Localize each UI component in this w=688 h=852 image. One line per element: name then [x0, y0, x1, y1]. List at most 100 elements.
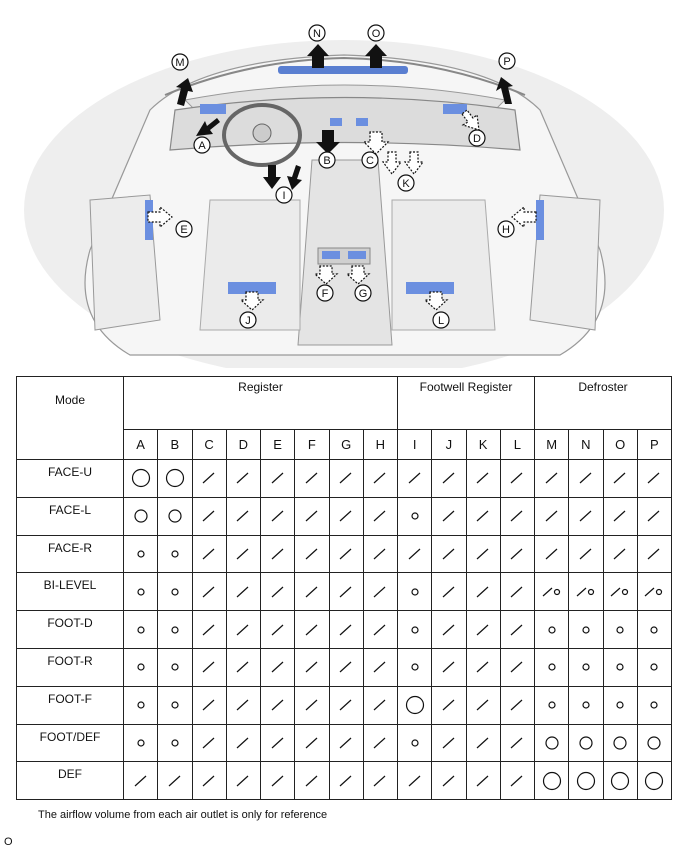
mode-label: FOOT/DEF: [16, 723, 124, 763]
slash-small-circle-icon: [644, 587, 663, 597]
airflow-cell-b: [157, 496, 193, 536]
no-airflow-slash-icon: [202, 699, 215, 711]
airflow-cell-f: [294, 685, 330, 725]
airflow-cell-h: [362, 761, 399, 801]
no-airflow-slash-icon: [339, 775, 352, 787]
no-airflow-slash-icon: [613, 548, 626, 560]
airflow-cell-p: [636, 685, 673, 725]
no-airflow-slash-icon: [510, 510, 523, 522]
svg-text:B: B: [323, 155, 330, 167]
small-airflow-circle-icon: [137, 625, 145, 634]
column-header-o: O: [602, 429, 638, 460]
airflow-cell-g: [328, 572, 364, 612]
airflow-cell-b: [157, 723, 193, 763]
airflow-cell-m: [533, 459, 570, 498]
airflow-cell-c: [191, 723, 227, 763]
airflow-cell-e: [259, 572, 296, 612]
airflow-cell-p: [636, 572, 673, 612]
no-airflow-slash-icon: [442, 699, 455, 711]
no-airflow-slash-icon: [510, 699, 523, 711]
no-airflow-slash-icon: [271, 472, 284, 484]
no-airflow-slash-icon: [202, 737, 215, 749]
column-header-h: H: [362, 429, 399, 460]
airflow-cell-g: [328, 723, 364, 763]
small-airflow-circle-icon: [137, 663, 145, 671]
slash-small-circle-icon: [610, 587, 629, 597]
no-airflow-slash-icon: [271, 510, 284, 522]
svg-text:J: J: [245, 315, 251, 327]
medium-airflow-circle-icon: [579, 736, 593, 750]
airflow-cell-d: [225, 761, 262, 801]
no-airflow-slash-icon: [305, 737, 318, 749]
no-airflow-slash-icon: [236, 510, 249, 522]
mode-label: FOOT-R: [16, 647, 124, 687]
no-airflow-slash-icon: [134, 775, 147, 787]
airflow-cell-n: [568, 572, 604, 612]
airflow-cell-g: [328, 534, 364, 574]
airflow-cell-f: [294, 761, 330, 801]
no-airflow-slash-icon: [339, 661, 352, 673]
airflow-cell-k: [465, 572, 501, 612]
airflow-cell-c: [191, 647, 227, 687]
table-row: DEF: [16, 761, 673, 801]
no-airflow-slash-icon: [339, 548, 352, 560]
airflow-cell-p: [636, 534, 673, 574]
no-airflow-slash-icon: [373, 510, 386, 522]
airflow-cell-f: [294, 647, 330, 687]
no-airflow-slash-icon: [476, 775, 489, 787]
svg-text:G: G: [359, 288, 368, 300]
mode-label: BI-LEVEL: [16, 572, 124, 612]
airflow-cell-g: [328, 685, 364, 725]
column-header-p: P: [636, 429, 673, 460]
airflow-cell-a: [122, 647, 159, 687]
airflow-cell-n: [568, 610, 604, 649]
airflow-cell-b: [157, 534, 193, 574]
svg-text:H: H: [502, 224, 510, 236]
airflow-cell-d: [225, 685, 262, 725]
airflow-cell-n: [568, 496, 604, 536]
no-airflow-slash-icon: [305, 661, 318, 673]
no-airflow-slash-icon: [271, 548, 284, 560]
airflow-cell-h: [362, 459, 399, 498]
airflow-cell-n: [568, 685, 604, 725]
airflow-cell-h: [362, 534, 399, 574]
svg-text:E: E: [180, 224, 187, 236]
column-header-f: F: [294, 429, 330, 460]
airflow-cell-d: [225, 610, 262, 649]
small-airflow-circle-icon: [411, 625, 419, 634]
no-airflow-slash-icon: [339, 510, 352, 522]
airflow-cell-m: [533, 761, 570, 801]
no-airflow-slash-icon: [579, 472, 592, 484]
no-airflow-slash-icon: [442, 586, 455, 598]
airflow-cell-n: [568, 723, 604, 763]
svg-text:N: N: [313, 28, 321, 40]
airflow-cell-d: [225, 496, 262, 536]
airflow-cell-p: [636, 761, 673, 801]
airflow-cell-p: [636, 647, 673, 687]
airflow-cell-j: [431, 459, 467, 498]
airflow-cell-l: [499, 496, 536, 536]
airflow-cell-i: [396, 685, 433, 725]
airflow-cell-k: [465, 496, 501, 536]
airflow-cell-a: [122, 610, 159, 649]
no-airflow-slash-icon: [476, 624, 489, 636]
airflow-cell-e: [259, 647, 296, 687]
airflow-cell-i: [396, 496, 433, 536]
no-airflow-slash-icon: [373, 699, 386, 711]
svg-text:O: O: [372, 28, 381, 40]
airflow-cell-c: [191, 459, 227, 498]
small-airflow-circle-icon: [171, 550, 179, 558]
airflow-cell-c: [191, 572, 227, 612]
no-airflow-slash-icon: [339, 472, 352, 484]
large-airflow-circle-icon: [165, 469, 184, 488]
cabin-airflow-illustration: A B C D E F G H I J K L M N O P: [24, 24, 664, 368]
outlet-label-f: F: [316, 284, 334, 302]
svg-text:P: P: [503, 56, 510, 68]
no-airflow-slash-icon: [510, 775, 523, 787]
airflow-cell-j: [431, 685, 467, 725]
airflow-cell-l: [499, 647, 536, 687]
outlet-label-b: B: [318, 151, 336, 169]
column-header-n: N: [568, 429, 604, 460]
outlet-label-i: I: [275, 186, 293, 204]
mode-label: FACE-R: [16, 534, 124, 574]
